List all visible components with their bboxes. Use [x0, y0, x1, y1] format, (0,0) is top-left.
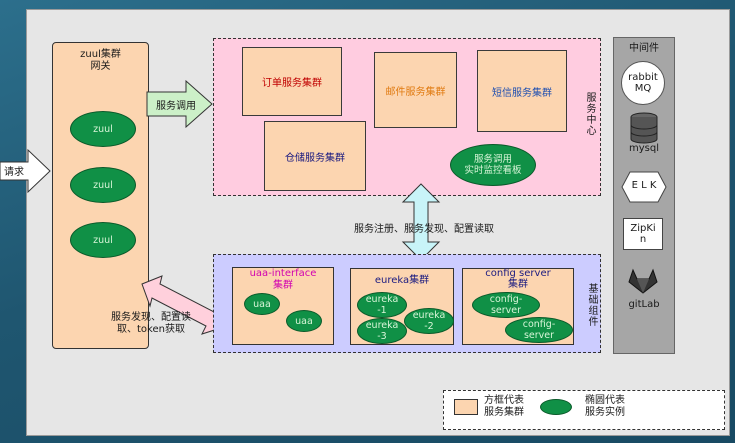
legend [443, 390, 725, 430]
request-arrow [0, 148, 51, 194]
elk-label: E L K [631, 180, 657, 191]
eureka-instance: eureka -1 [357, 292, 407, 318]
database-icon [630, 112, 658, 144]
gitlab-icon [628, 268, 658, 294]
eureka-cluster-title: eureka集群 [374, 275, 430, 286]
gateway-title: zuul集群 [80, 49, 121, 60]
config-server-instance: config- server [505, 317, 573, 343]
eureka-instance: eureka -3 [357, 318, 407, 344]
service-center-label: 服务中心 [584, 92, 595, 136]
uaa-cluster-title: uaa-interface 集群 [249, 268, 317, 291]
legend-box-label: 方框代表 服务集群 [484, 395, 524, 418]
uaa-instance: uaa [244, 293, 280, 315]
gateway-subtitle: 网关 [90, 61, 111, 72]
middleware-title: 中间件 [629, 43, 659, 54]
uaa-instance: uaa [286, 310, 322, 332]
mail-service-cluster: 邮件服务集群 [374, 52, 457, 128]
config-server-instance: config- server [472, 292, 540, 318]
legend-ellipse-swatch [540, 399, 572, 415]
request-label: 请求 [4, 167, 24, 178]
rabbitmq-node: rabbit MQ [621, 61, 665, 105]
mysql-label: mysql [629, 143, 659, 154]
zuul-instance: zuul [70, 111, 136, 147]
legend-box-swatch [454, 399, 478, 415]
legend-ellipse-label: 椭圆代表 服务实例 [585, 395, 625, 418]
sms-service-cluster: 短信服务集群 [477, 50, 567, 132]
service-call-label: 服务调用 [156, 101, 196, 112]
zuul-instance: zuul [70, 222, 136, 258]
elk-node-shape [621, 171, 667, 203]
zipkin-node: ZipKi n [623, 218, 663, 250]
eureka-instance: eureka -2 [404, 308, 454, 334]
zuul-instance: zuul [70, 167, 136, 203]
order-service-cluster: 订单服务集群 [242, 47, 342, 116]
config-server-cluster-title: config server 集群 [485, 268, 551, 290]
gitlab-label: gitLab [628, 299, 660, 310]
monitor-dashboard: 服务调用 实时监控看板 [450, 144, 536, 186]
foundation-label: 基础组件 [586, 283, 597, 327]
discovery-label: 服务发现、配置读 取、token获取 [111, 312, 191, 335]
service-call-arrow [146, 80, 213, 128]
registration-label: 服务注册、服务发现、配置读取 [354, 224, 494, 235]
warehouse-service-cluster: 仓储服务集群 [264, 121, 366, 191]
